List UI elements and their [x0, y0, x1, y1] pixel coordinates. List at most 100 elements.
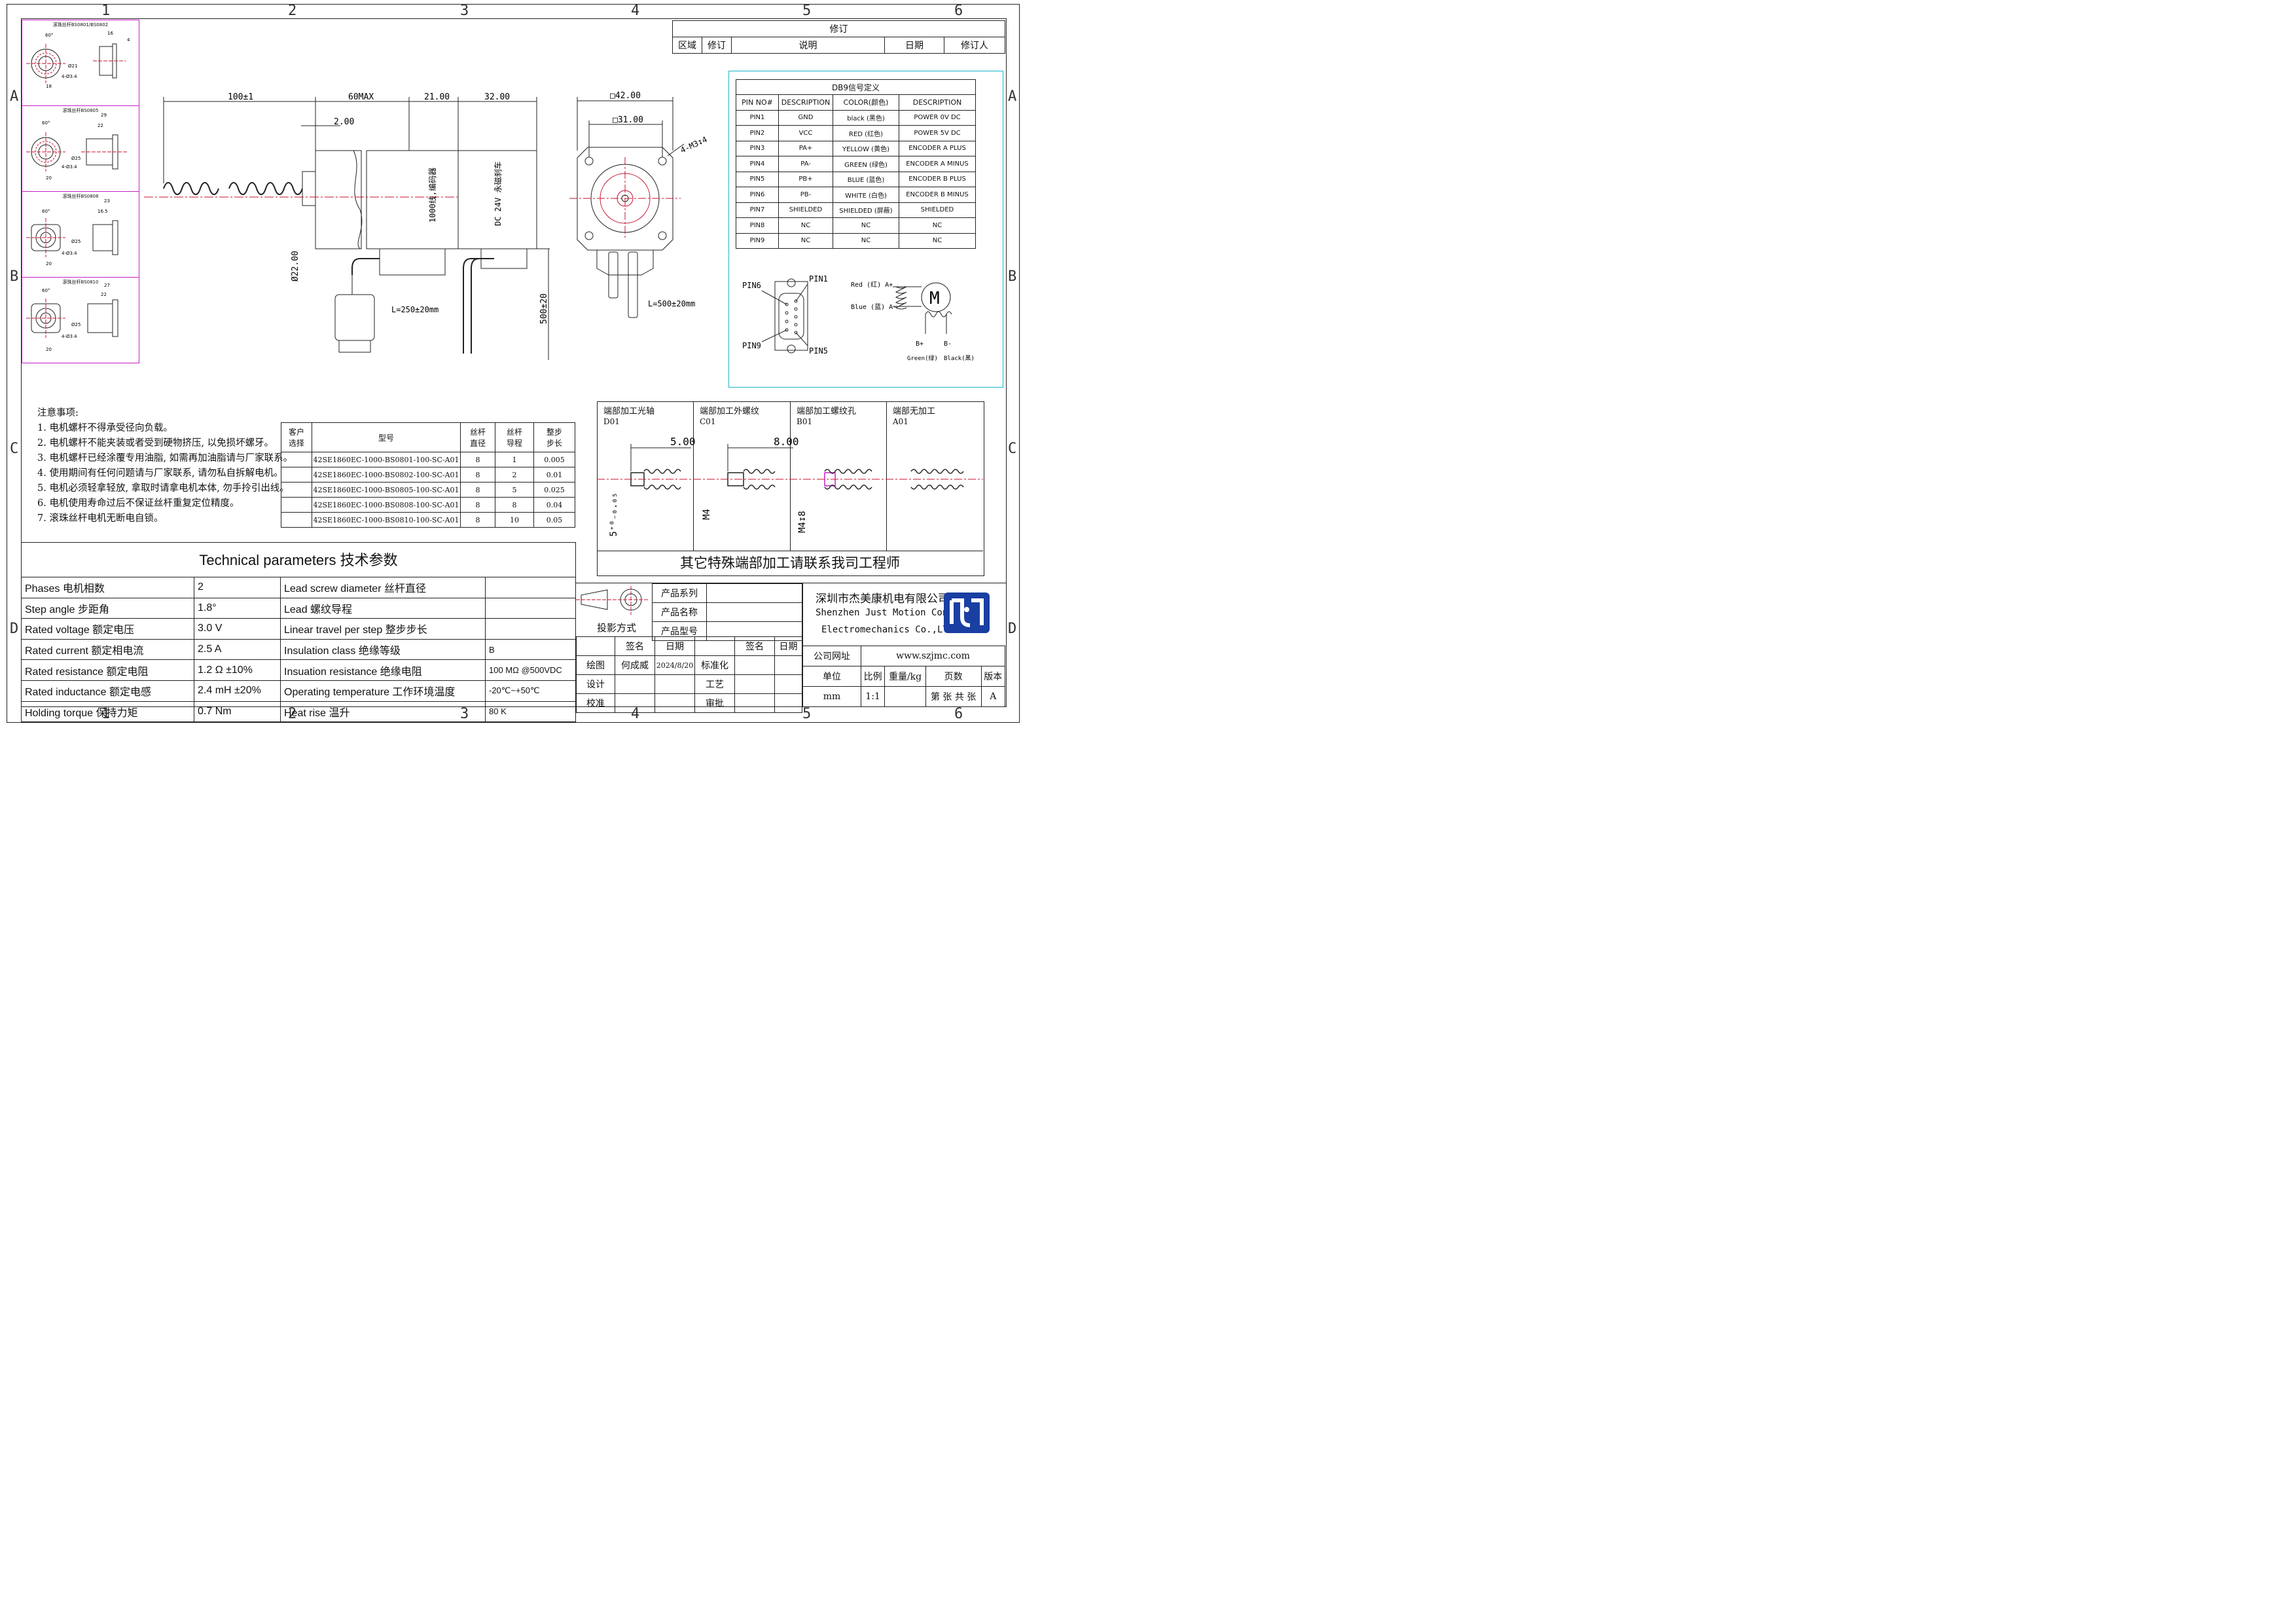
customer-select-cell[interactable] — [281, 467, 312, 483]
svg-text:4-Ø3.4: 4-Ø3.4 — [62, 74, 77, 79]
panel-title: 滚珠丝杆BS0805 — [62, 108, 99, 113]
models-table: 客户 选择 型号 丝杆 直径 丝杆 导程 整步 步长 42SE1860EC-10… — [281, 422, 575, 528]
param-label: Insulation class 绝缘等级 — [280, 638, 486, 661]
db9-cell: POWER 0V DC — [899, 109, 976, 126]
model-cell: 0.05 — [533, 512, 575, 528]
param-label: Insuation resistance 绝缘电阻 — [280, 659, 486, 681]
db9-cell: PIN3 — [736, 140, 779, 156]
db9-cell: PB- — [778, 187, 833, 203]
zone-col-5: 5 — [802, 3, 812, 19]
date-header: 日期 — [655, 636, 695, 656]
param-value: 80 K — [485, 701, 576, 723]
svg-text:60°: 60° — [42, 209, 50, 214]
customer-select-cell[interactable] — [281, 452, 312, 467]
drawn-date: 2024/8/20 — [655, 655, 695, 675]
note-item: 5. 电机必须轻拿轻放, 拿取时请拿电机本体, 勿手拎引出线。 — [37, 483, 289, 494]
panel-title: 滚珠丝杆BS0801/BS0802 — [52, 22, 109, 27]
param-label: Lead 螺纹导程 — [280, 597, 486, 619]
db9-cell: black (黑色) — [833, 109, 899, 126]
pin9-label: PIN9 — [742, 341, 761, 350]
product-series-label: 产品系列 — [652, 583, 707, 603]
end-title-a01: 端部无加工 — [893, 407, 936, 416]
db9-cell: PIN6 — [736, 187, 779, 203]
model-cell: 1 — [495, 452, 534, 467]
svg-text:Ø25: Ø25 — [71, 322, 81, 327]
db9-box — [728, 71, 1003, 388]
revision-header: 区域 — [672, 37, 702, 54]
db9-cell: PIN1 — [736, 109, 779, 126]
model-cell: 0.025 — [533, 482, 575, 498]
dim-text: 60° — [45, 33, 53, 38]
svg-text:4-Ø3.4: 4-Ø3.4 — [62, 251, 77, 256]
svg-text:22: 22 — [98, 123, 103, 128]
panel-title: 滚珠丝杆BS0808 — [62, 194, 99, 199]
dim-4-m3: 4-M3↧4 — [679, 135, 708, 155]
db9-cell: BLUE (蓝色) — [833, 171, 899, 187]
cable-length-encoder: L=250±20mm — [391, 305, 439, 314]
param-value: 0.7 Nm — [194, 701, 281, 723]
sign-header: 签名 — [615, 636, 655, 656]
db9-cell: PIN5 — [736, 171, 779, 187]
customer-select-cell[interactable] — [281, 512, 312, 528]
zone-row-a-r: A — [1008, 88, 1017, 105]
model-cell: 42SE1860EC-1000-BS0810-100-SC-A01 — [312, 512, 461, 528]
customer-select-cell[interactable] — [281, 497, 312, 513]
db9-cell: NC — [778, 232, 833, 249]
customer-select-cell[interactable] — [281, 482, 312, 498]
dim-42: □42.00 — [610, 91, 641, 101]
revision-title: 修订 — [672, 20, 1005, 37]
note-item: 2. 电机螺杆不能夹装或者受到硬物挤压, 以免损坏螺牙。 — [37, 438, 274, 448]
db9-cell: NC — [899, 232, 976, 249]
website-value[interactable]: www.szjmc.com — [861, 646, 1005, 666]
param-label: Phases 电机相数 — [21, 577, 194, 598]
dim-m4-8: M4↧8 — [797, 511, 808, 533]
pages-value: 第 张 共 张 — [925, 686, 982, 707]
model-cell: 8 — [460, 467, 495, 483]
param-value: 2 — [194, 577, 281, 598]
dim-500: 500±20 — [539, 293, 549, 324]
model-cell: 0.005 — [533, 452, 575, 467]
process-label: 工艺 — [694, 674, 735, 694]
model-cell: 8 — [460, 452, 495, 467]
zone-col-6: 6 — [954, 3, 963, 19]
db9-cell: VCC — [778, 125, 833, 141]
db9-cell: ENCODER B MINUS — [899, 187, 976, 203]
db9-cell: SHIELDED — [899, 202, 976, 218]
revision-header: 日期 — [884, 37, 944, 54]
param-label: Holding torque 保持力矩 — [21, 701, 194, 723]
zone-row-b: B — [10, 268, 19, 285]
param-value: 100 MΩ @500VDC — [485, 659, 576, 681]
black-label: Black(黑) — [944, 355, 975, 362]
db9-cell: PA- — [778, 156, 833, 172]
db9-cell: NC — [899, 217, 976, 234]
encoder-label: 1000线,编码器 — [427, 168, 437, 223]
end-code-c01: C01 — [700, 417, 716, 426]
svg-text:23: 23 — [104, 198, 110, 204]
model-cell: 8 — [460, 497, 495, 513]
end-title-d01: 端部加工光轴 — [603, 407, 655, 416]
zone-row-c: C — [10, 441, 19, 457]
db9-cell: GND — [778, 109, 833, 126]
param-value: 1.8° — [194, 597, 281, 619]
model-cell: 8 — [495, 497, 534, 513]
param-value: 2.4 mH ±20% — [194, 680, 281, 702]
zone-row-b-r: B — [1008, 268, 1017, 285]
dim-dia5: Ø5⁺⁰₋₀.₀₅ — [609, 492, 619, 537]
company-en-2: Electromechanics Co.,LTD — [821, 625, 954, 635]
db9-cell: NC — [833, 232, 899, 249]
version-value: A — [980, 686, 1006, 707]
note-item: 1. 电机螺杆不得承受径向负载。 — [37, 423, 173, 433]
motor-symbol: M — [929, 289, 940, 308]
revision-table: 修订 区域 修订 说明 日期 修订人 — [672, 20, 1005, 54]
tech-title: Technical parameters 技术参数 — [21, 542, 576, 577]
approve-label: 审批 — [694, 693, 735, 713]
param-label: Lead screw diameter 丝杆直径 — [280, 577, 486, 598]
